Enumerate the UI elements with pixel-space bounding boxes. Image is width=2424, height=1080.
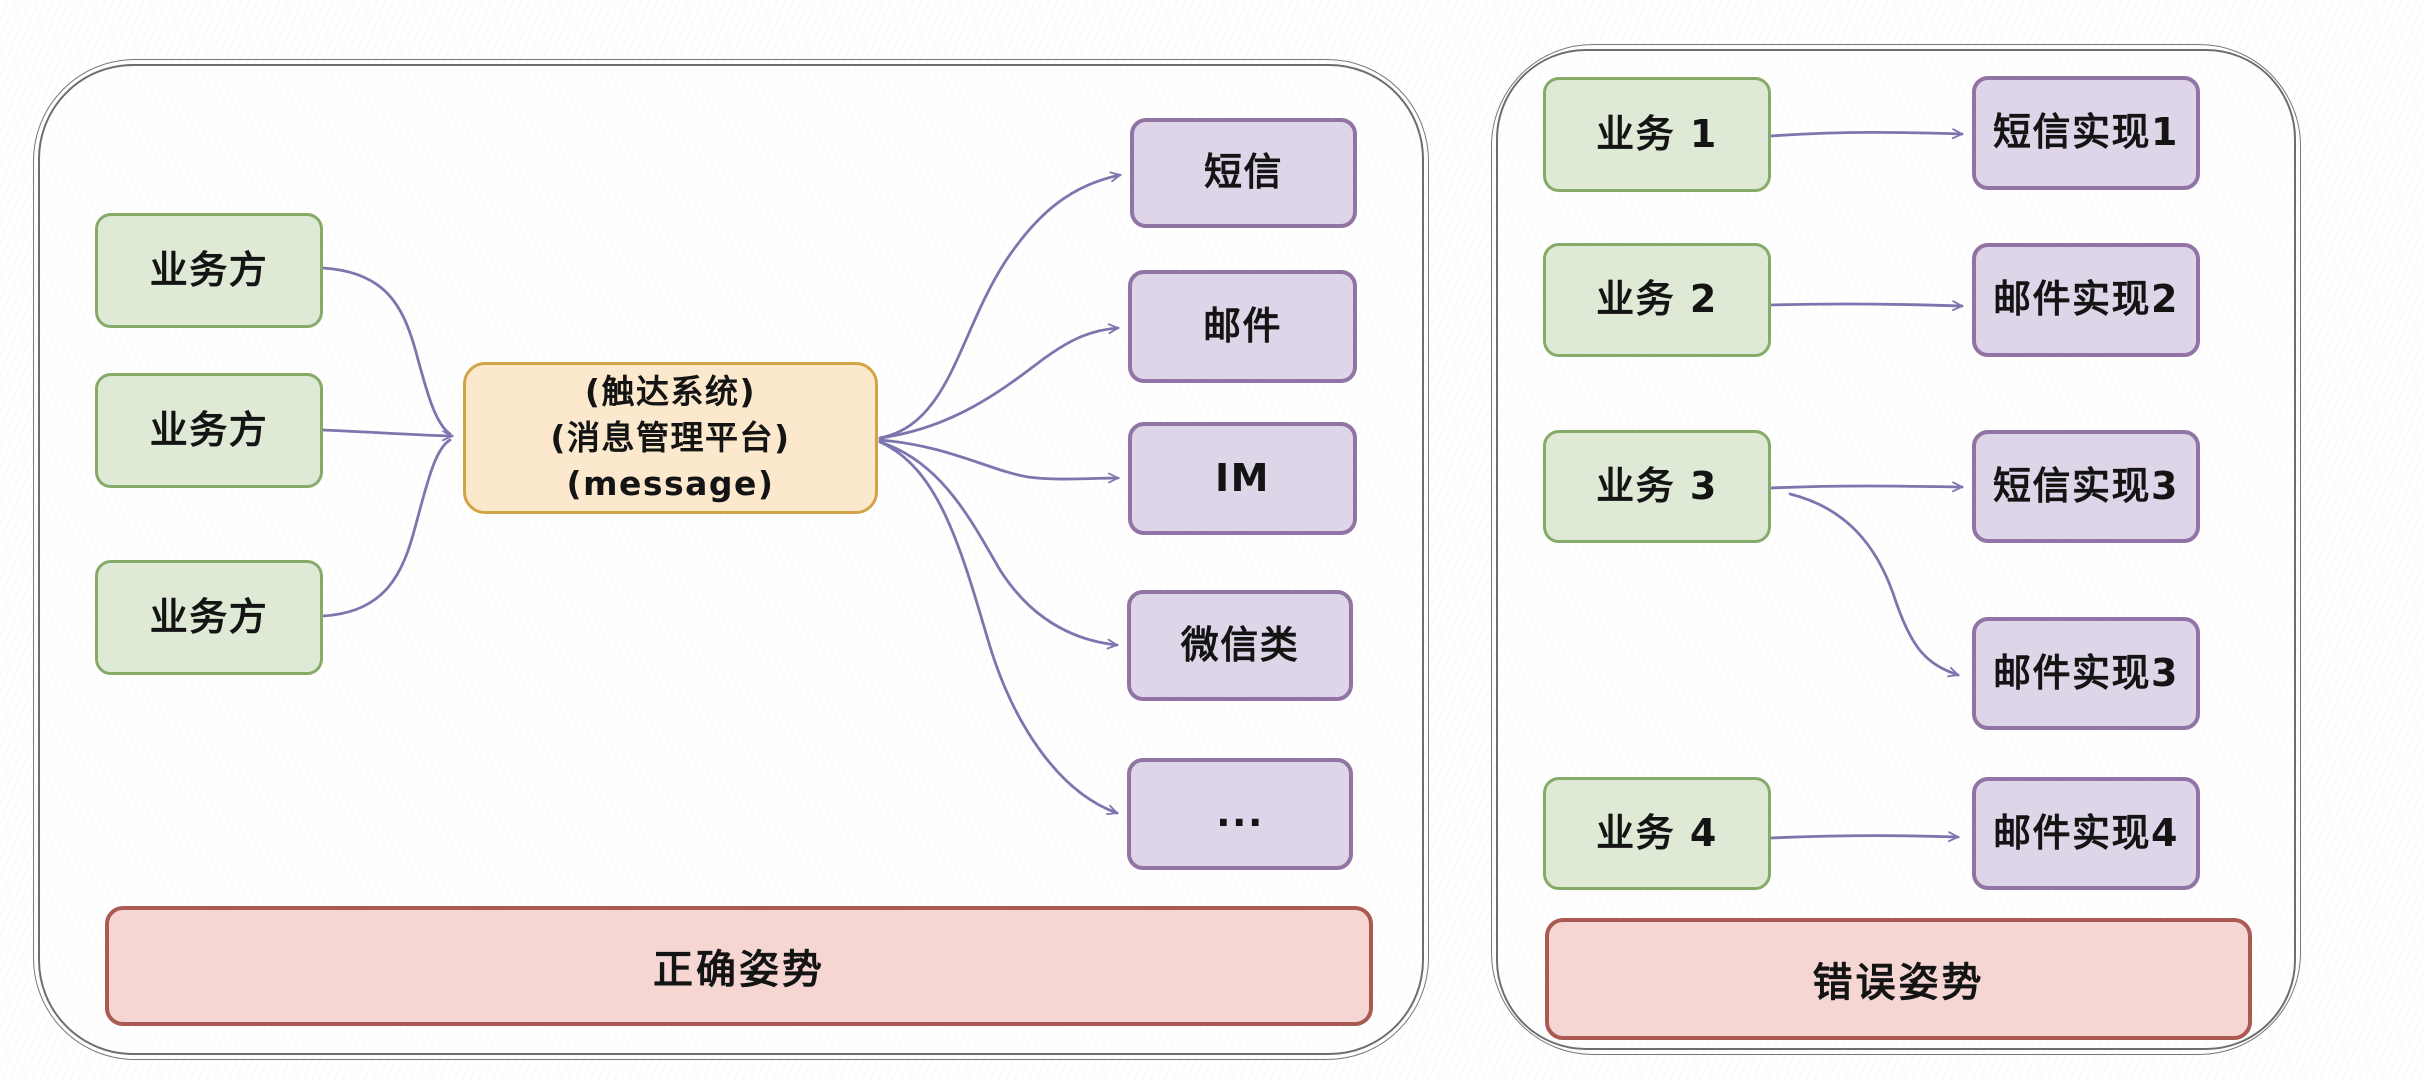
channel-box-more: ...	[1127, 758, 1353, 870]
source-box-3: 业务方	[95, 560, 323, 675]
business-box-3: 业务 3	[1543, 430, 1771, 543]
channel-box-sms: 短信	[1130, 118, 1357, 228]
business-box-2: 业务 2	[1543, 243, 1771, 357]
business-box-1: 业务 1	[1543, 77, 1771, 192]
impl-box-email-2: 邮件实现2	[1972, 243, 2200, 357]
impl-box-sms-3: 短信实现3	[1972, 430, 2200, 543]
impl-box-email-3: 邮件实现3	[1972, 617, 2200, 730]
impl-box-sms-1: 短信实现1	[1972, 76, 2200, 190]
panel-wrong-approach	[1491, 44, 2301, 1055]
source-box-1: 业务方	[95, 213, 323, 328]
hub-line-1: (触达系统)	[584, 371, 757, 411]
hub-line-2: (消息管理平台)	[550, 417, 791, 457]
channel-box-im: IM	[1128, 422, 1357, 535]
impl-box-email-4: 邮件实现4	[1972, 777, 2200, 890]
business-box-4: 业务 4	[1543, 777, 1771, 890]
hub-box-message-platform: (触达系统) (消息管理平台) (message)	[463, 362, 878, 514]
caption-wrong-approach: 错误姿势	[1545, 918, 2252, 1040]
source-box-2: 业务方	[95, 373, 323, 488]
hub-line-3: (message)	[566, 464, 775, 504]
channel-box-email: 邮件	[1128, 270, 1357, 383]
channel-box-wechat: 微信类	[1127, 590, 1353, 701]
caption-correct-approach: 正确姿势	[105, 906, 1373, 1026]
